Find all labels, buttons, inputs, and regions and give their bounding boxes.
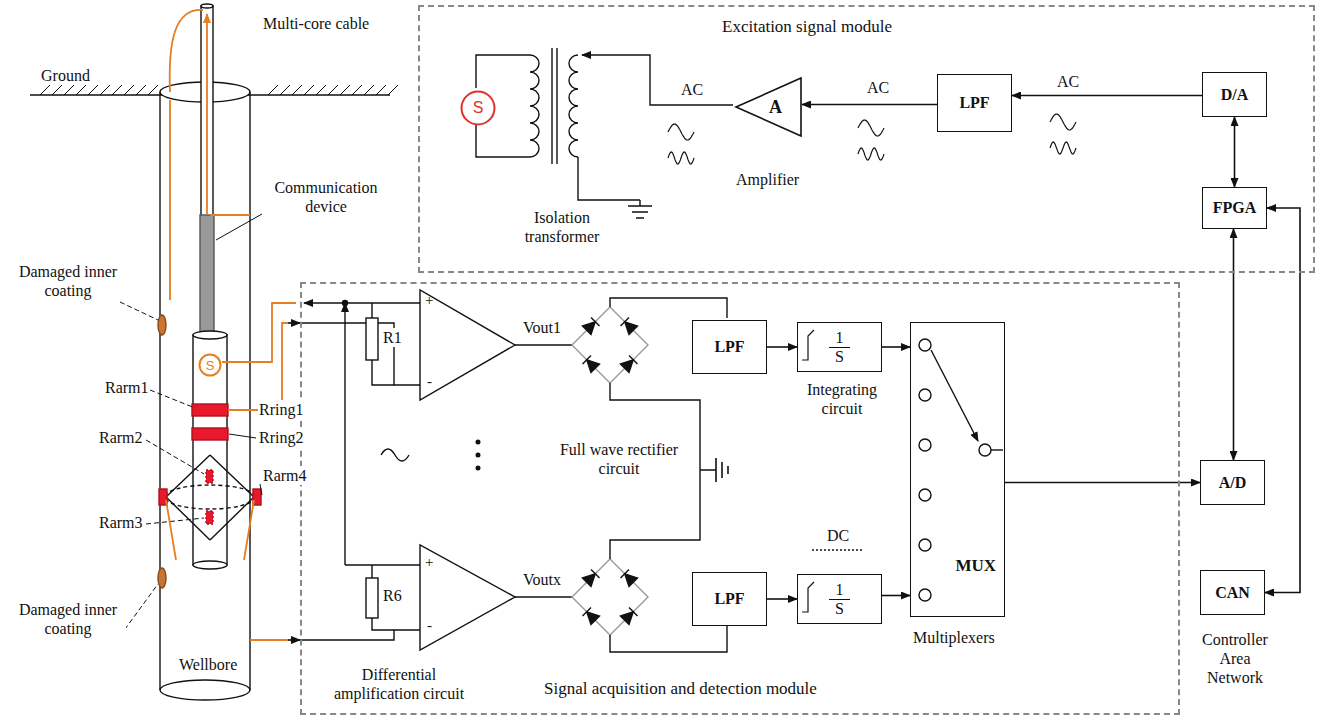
connector [767, 346, 797, 348]
integrator-box: 1S [797, 322, 882, 372]
connector [882, 595, 910, 597]
ac-source: S [460, 90, 496, 126]
connector [1234, 117, 1236, 187]
node-text: D/A [1221, 86, 1249, 104]
label-text: - [426, 618, 433, 633]
node-text: FPGA [1213, 199, 1257, 217]
connector [802, 104, 937, 106]
node-text: LPF [714, 338, 744, 356]
label-text: Rring1 [258, 400, 304, 419]
amplifier-triangle: A [735, 77, 802, 137]
node-text: S [829, 347, 850, 366]
node-text: 1 [830, 329, 850, 347]
label-text: Controller Area Network [1190, 630, 1280, 688]
connector [1233, 229, 1235, 460]
node-text: A [769, 97, 782, 118]
label-text: DC [826, 526, 850, 545]
label-text: Communication device [262, 178, 390, 216]
triangle-outline [735, 77, 802, 137]
controller-box: FPGA [1202, 187, 1267, 229]
node-text: LPF [959, 94, 989, 112]
node-text: MUX [955, 556, 996, 576]
node-text: Excitation signal module [720, 17, 894, 37]
connector [767, 598, 797, 600]
node-text: S [206, 358, 215, 373]
label-text: Differential amplification circuit [318, 665, 480, 703]
label-text: Voutx [522, 570, 562, 589]
label-text: Damaged inner coating [10, 600, 126, 638]
label-text: + [424, 555, 434, 570]
connector [1005, 482, 1200, 484]
label-text: R1 [382, 328, 403, 347]
label-text: Full wave rectifier circuit [548, 440, 690, 478]
filter-box: LPF [937, 74, 1012, 132]
label-text: Multiplexers [912, 628, 996, 647]
filter-box: LPF [692, 320, 767, 374]
label-text: Integrating circuit [795, 380, 889, 418]
label-text: Rarm2 [98, 428, 144, 447]
label-text: Rarm4 [262, 466, 308, 485]
module-frame: Signal acquisition and detection module L… [300, 282, 1180, 715]
multiplexer-box: MUX [910, 322, 1005, 617]
bus-box: CAN [1200, 570, 1265, 615]
label-text: + [424, 293, 434, 308]
node-text: LPF [714, 590, 744, 608]
integrator-box: 1S [797, 574, 882, 624]
converter-box: D/A [1202, 72, 1267, 117]
label-text: AC [866, 78, 890, 97]
connector [882, 346, 910, 348]
node-text: CAN [1215, 584, 1250, 602]
converter-box: A/D [1200, 460, 1265, 505]
filter-box: LPF [692, 572, 767, 626]
label-text: Ground [40, 66, 91, 85]
label-text: Vout1 [522, 318, 562, 337]
label-text: Multi-core cable [262, 14, 370, 33]
label-text: Rring2 [258, 428, 304, 447]
label-text: AC [680, 80, 704, 99]
label-text: Amplifier [735, 170, 800, 189]
label-text: AC [1056, 72, 1080, 91]
label-text: Rarm3 [98, 513, 144, 532]
connector [1265, 208, 1300, 593]
node-text: Signal acquisition and detection module [542, 679, 819, 699]
tool-source: S [198, 353, 222, 377]
label-text: R6 [382, 586, 403, 605]
node-text: S [829, 599, 850, 618]
label-text: Damaged inner coating [10, 262, 126, 300]
node-text: A/D [1219, 474, 1247, 492]
connector [1012, 95, 1202, 97]
label-text: Rarm1 [104, 378, 150, 397]
label-text: Isolation transformer [505, 208, 619, 246]
label-text: - [426, 374, 433, 389]
node-text: 1 [830, 581, 850, 599]
label-text: Wellbore [178, 655, 238, 674]
node-text: S [473, 99, 484, 117]
